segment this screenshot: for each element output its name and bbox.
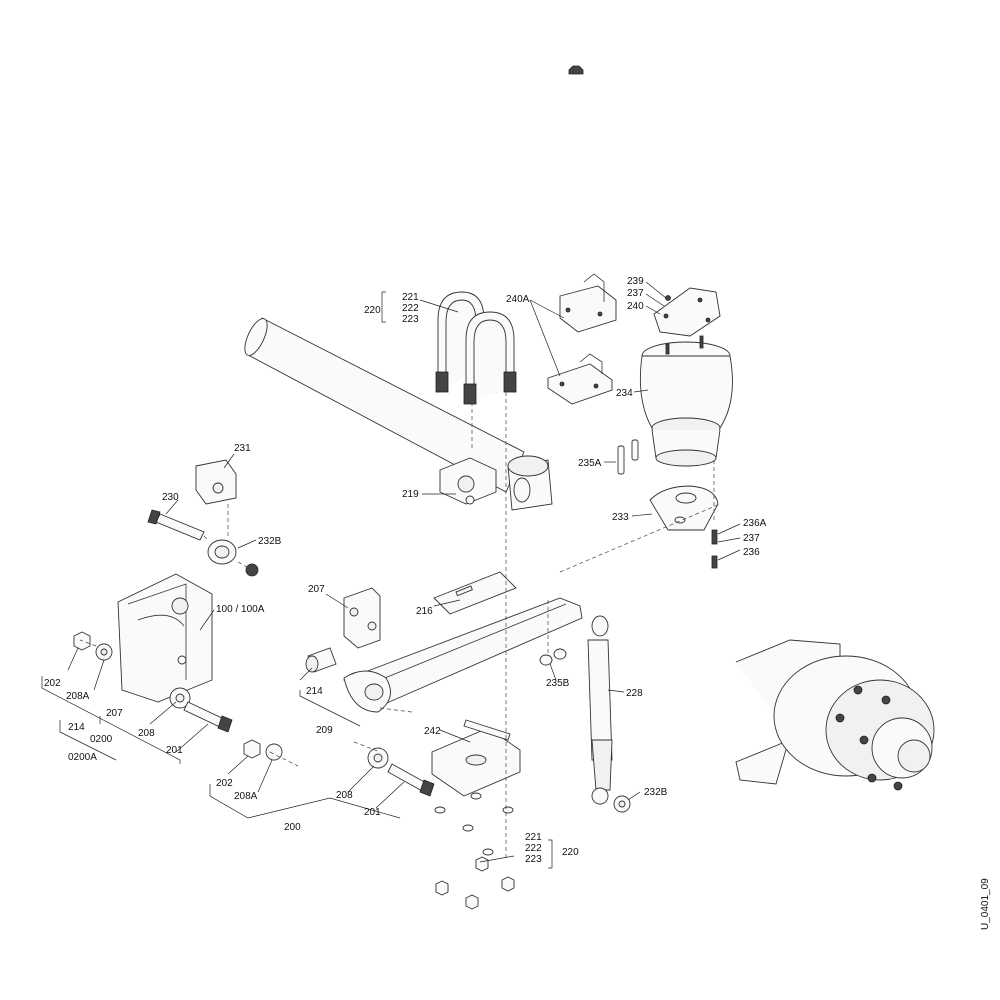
wheel-hub-assembly <box>735 639 935 791</box>
callout-202-left: 202 <box>44 678 61 689</box>
callout-219: 219 <box>402 489 419 500</box>
callout-231: 231 <box>234 443 251 454</box>
bolt-230 <box>147 509 205 541</box>
callout-242: 242 <box>424 726 441 737</box>
air-spring-lower-plate <box>649 485 719 531</box>
drawing-id: U_0401_09 <box>980 878 991 930</box>
callout-200: 200 <box>284 822 301 833</box>
callout-235B: 235B <box>546 678 570 689</box>
bracket-207-mid <box>343 587 381 649</box>
shock-absorber <box>587 615 613 805</box>
callout-240A: 240A <box>506 294 530 305</box>
callout-201-left: 201 <box>166 745 183 756</box>
trailing-arm-spring <box>343 597 583 713</box>
callout-230: 230 <box>162 492 179 503</box>
callout-220-bottom: 220 <box>562 847 579 858</box>
callout-237-top: 237 <box>627 288 644 299</box>
callout-labels: 220 221 222 223 240A 239 237 240 234 235… <box>44 276 767 865</box>
washer-208-bottom <box>367 747 389 769</box>
callout-208A-left: 208A <box>66 691 90 702</box>
bushing-214 <box>305 647 337 673</box>
air-spring-top-plate <box>653 287 721 337</box>
callout-228: 228 <box>626 688 643 699</box>
axle-end-sleeve <box>507 455 553 511</box>
nuts-235B <box>539 648 567 666</box>
callout-236: 236 <box>743 547 760 558</box>
callout-223-top: 223 <box>402 314 419 325</box>
callout-214-left: 214 <box>68 722 85 733</box>
u-bolt-pair-top <box>435 291 517 405</box>
callout-209: 209 <box>316 725 333 736</box>
hanger-bracket-231 <box>195 459 237 505</box>
callout-216: 216 <box>416 606 433 617</box>
callout-220-top: 220 <box>364 305 381 316</box>
callout-232B-bottom: 232B <box>644 787 668 798</box>
callout-208-left: 208 <box>138 728 155 739</box>
callout-237-mid: 237 <box>743 533 760 544</box>
small-fasteners-236 <box>711 529 718 569</box>
bushing-232B-top <box>207 539 259 577</box>
callout-100-100A: 100 / 100A <box>216 604 265 615</box>
callout-221-bottom: 221 <box>525 832 542 843</box>
leader-lines <box>41 281 741 869</box>
bottom-plate-242 <box>431 719 521 797</box>
axle-bracket-219 <box>439 457 497 505</box>
bushing-232B-bottom <box>613 795 631 813</box>
callout-208-bottom: 208 <box>336 790 353 801</box>
callout-222-bottom: 222 <box>525 843 542 854</box>
nut-202-bottom <box>243 739 261 759</box>
callout-239: 239 <box>627 276 644 287</box>
bracket-240A-lower <box>547 353 613 405</box>
callout-240: 240 <box>627 301 644 312</box>
air-spring-bellows <box>639 335 733 467</box>
stud-235A <box>617 439 639 475</box>
callout-207-left: 207 <box>106 708 123 719</box>
bracket-240A-upper <box>559 273 617 333</box>
callout-201-bottom: 201 <box>364 807 381 818</box>
callout-0200: 0200 <box>90 734 113 745</box>
frame-hanger-bracket <box>117 573 213 703</box>
callout-207-mid: 207 <box>308 584 325 595</box>
bolt-201-bottom <box>387 763 435 797</box>
washer-208A-bottom <box>265 743 283 761</box>
callout-235A: 235A <box>578 458 602 469</box>
callout-222-top: 222 <box>402 303 419 314</box>
assembly-guide-lines <box>79 392 721 860</box>
callout-232B-top: 232B <box>258 536 282 547</box>
small-nut-top <box>568 65 584 75</box>
washer-208A-left <box>95 643 113 661</box>
callout-208A-bottom: 208A <box>234 791 258 802</box>
callout-0200A: 0200A <box>68 752 97 763</box>
callout-223-bottom: 223 <box>525 854 542 865</box>
callout-202-bottom: 202 <box>216 778 233 789</box>
callout-214-mid: 214 <box>306 686 323 697</box>
lower-washers-nuts <box>434 792 515 910</box>
bolt-201-left <box>183 701 233 733</box>
callout-236A: 236A <box>743 518 767 529</box>
callout-233: 233 <box>612 512 629 523</box>
callout-234: 234 <box>616 388 633 399</box>
callout-221-top: 221 <box>402 292 419 303</box>
clamp-plate-216 <box>433 571 517 615</box>
